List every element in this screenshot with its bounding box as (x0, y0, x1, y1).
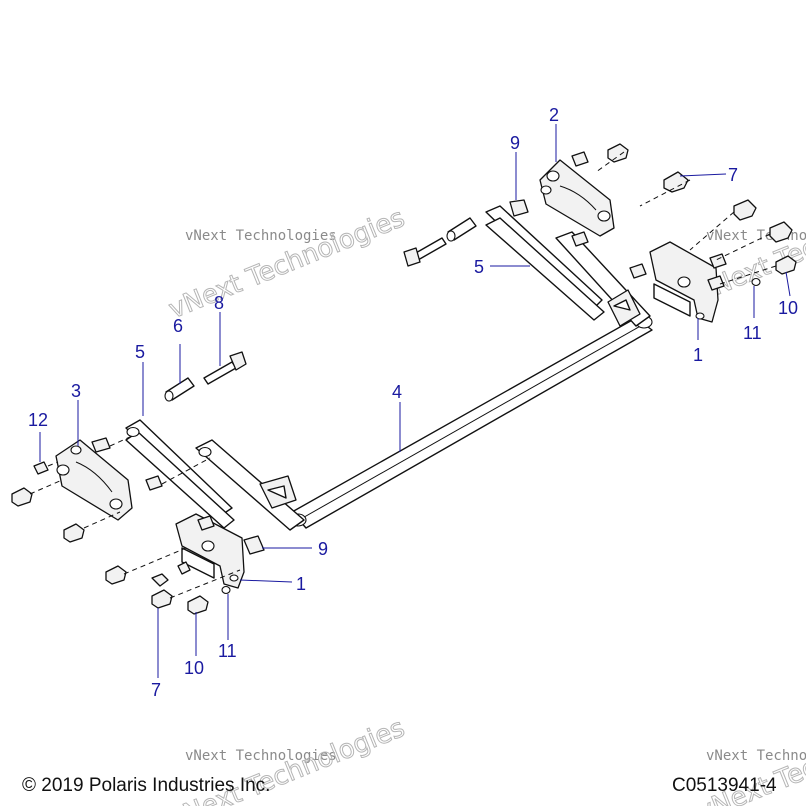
callout-8: 8 (214, 293, 224, 313)
bracket-part-1-lower (175, 513, 245, 589)
callout-11-upper: 11 (743, 323, 762, 343)
bolt-upper (403, 237, 447, 267)
figure-code: C0513941-4 (672, 775, 777, 796)
leader-lines (39, 124, 791, 678)
pin-upper (446, 217, 477, 242)
callout-5-lower: 5 (135, 342, 145, 362)
watermark-text: vNext Technologies (185, 228, 337, 244)
callout-10-upper: 10 (778, 298, 798, 318)
callout-1-upper: 1 (693, 345, 703, 365)
plate-part-3 (55, 439, 133, 521)
assembly-lines (29, 151, 777, 599)
fastener-group (11, 143, 797, 615)
callout-12: 12 (28, 410, 48, 430)
callout-4: 4 (392, 382, 402, 402)
callout-3: 3 (71, 381, 81, 401)
callout-labels: 2 9 7 5 1 11 10 4 5 6 8 3 12 9 1 11 10 7 (28, 105, 798, 700)
callout-7-upper: 7 (728, 165, 738, 185)
watermark-1: vNext Technologies vNext Technologies (164, 203, 409, 326)
watermark-text-large: vNext Technologies (165, 203, 409, 325)
callout-1-lower: 1 (296, 574, 306, 594)
callout-5-upper: 5 (474, 257, 484, 277)
bracket-part-2 (539, 159, 615, 237)
callout-6: 6 (173, 316, 183, 336)
callout-9-lower: 9 (318, 539, 328, 559)
watermark-text: vNext Technologies (185, 748, 337, 764)
bolt-part-8 (203, 351, 247, 385)
callout-9-upper: 9 (510, 133, 520, 153)
swing-arm-upper-part-5 (485, 205, 651, 327)
pin-part-6 (164, 377, 195, 402)
copyright-notice: © 2019 Polaris Industries Inc. (22, 775, 271, 796)
callout-7-lower: 7 (151, 680, 161, 700)
cross-tube-part-4 (289, 315, 653, 529)
callout-2: 2 (549, 105, 559, 125)
callout-11-lower: 11 (218, 641, 237, 661)
bracket-part-1-upper (649, 241, 719, 323)
swing-arm-lower-part-5 (125, 419, 305, 531)
watermark-text: vNext Technologies (706, 748, 806, 764)
callout-10-lower: 10 (184, 658, 204, 678)
